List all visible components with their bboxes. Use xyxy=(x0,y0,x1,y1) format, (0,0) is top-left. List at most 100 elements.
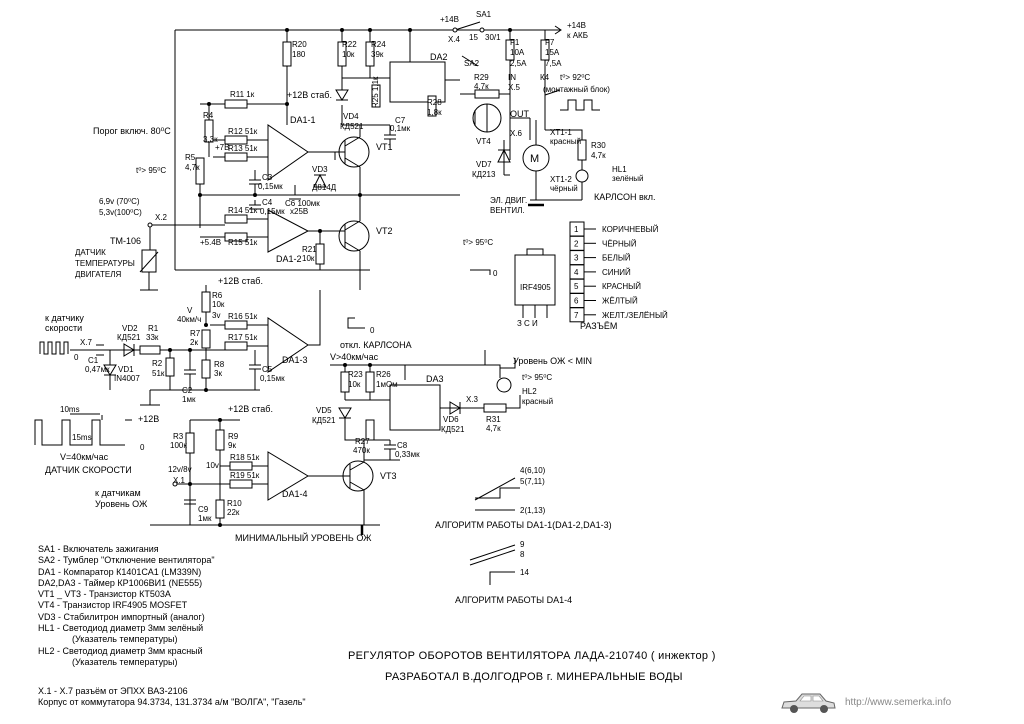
vd6-value: КД521 xyxy=(441,425,465,434)
r26-resistor xyxy=(365,371,375,393)
r20-value: 180 xyxy=(292,50,306,59)
r2-label: R2 xyxy=(152,359,163,368)
r16-resistor xyxy=(224,320,248,330)
da2-timer-block xyxy=(282,30,460,148)
v40kmh-wave-label: V=40км/час xyxy=(60,452,109,462)
algorithm-diagrams xyxy=(469,477,520,585)
ms10-label: 10ms xyxy=(60,405,80,414)
algo-pin-8: 8 xyxy=(520,550,525,559)
speed-sensor-title: ДАТЧИК СКОРОСТИ xyxy=(45,465,132,475)
c8-value: 0,33мк xyxy=(395,450,420,459)
c1-value: 0,47мк xyxy=(85,365,110,374)
plus12-label-3: +12В стаб. xyxy=(228,404,273,414)
connector-pin-number: 6 xyxy=(574,297,579,306)
f1-value: 10А xyxy=(510,48,525,57)
junction-dots xyxy=(168,28,512,527)
irf4905-package xyxy=(514,254,556,306)
r17-label: R17 51к xyxy=(228,333,258,342)
author-line: РАЗРАБОТАЛ В.ДОЛГОДРОВ г. МИНЕРАЛЬНЫЕ ВО… xyxy=(385,671,683,683)
k4-temp: t⁰> 92⁰С xyxy=(560,73,590,82)
c3-value: 0,15мк xyxy=(258,182,283,191)
vd5-label: VD5 xyxy=(316,406,332,415)
hl1-label: HL1 xyxy=(612,165,627,174)
r19-resistor xyxy=(229,479,253,489)
r13-resistor xyxy=(224,152,248,162)
connector-wire-color: ЖЁЛТЫЙ xyxy=(602,297,638,306)
irf-label: IRF4905 xyxy=(520,283,551,292)
out-label: OUT xyxy=(510,109,530,119)
r18-resistor xyxy=(229,461,253,471)
c7-label: C7 xyxy=(395,116,406,125)
v3-label: 3v xyxy=(212,311,220,320)
c9-label: C9 xyxy=(198,505,209,514)
algo-pin-4: 4(6,10) xyxy=(520,466,546,475)
r5-value: 4,7к xyxy=(185,163,200,172)
da1-3-opamp xyxy=(267,317,309,373)
vd4-value: КД521 xyxy=(340,122,364,131)
v40kmh-label: 40км/ч xyxy=(177,315,201,324)
r19-label: R19 51к xyxy=(230,471,260,480)
r4-value: 3,3к xyxy=(203,135,218,144)
c9-value: 1мк xyxy=(198,514,212,523)
r31-label: R31 xyxy=(486,415,501,424)
vd4-label: VD4 xyxy=(343,112,359,121)
algo-pin-9: 9 xyxy=(520,540,525,549)
x2-label: Х.2 xyxy=(155,213,168,222)
c5-label: C5 xyxy=(262,365,273,374)
da1-3-speed-block xyxy=(39,285,365,406)
legend-line: VD3 - Стабилитрон импортный (аналог) xyxy=(38,611,205,622)
algo-pin-14: 14 xyxy=(520,568,529,577)
r23-value: 10к xyxy=(348,380,361,389)
vt3-label: VT3 xyxy=(380,471,397,481)
sensor-label-3: ДВИГАТЕЛЯ xyxy=(75,270,121,279)
fan-power-stage: М xyxy=(460,39,600,207)
k4-relay xyxy=(544,80,561,96)
algo-pin-2: 2(1,13) xyxy=(520,506,546,515)
sa2-label: SA2 xyxy=(464,59,480,68)
r12-label: R12 51к xyxy=(228,127,258,136)
r3-label: R3 xyxy=(173,432,184,441)
vd1-label: VD1 xyxy=(118,365,134,374)
xt12-color: чёрный xyxy=(550,184,578,193)
r4-label: R4 xyxy=(203,111,214,120)
karlson-on-label: КАРЛСОН вкл. xyxy=(594,192,656,202)
vd6-label: VD6 xyxy=(443,415,459,424)
vd3-label: VD3 xyxy=(312,165,328,174)
in-label: IN xyxy=(508,73,516,82)
x4-label: Х.4 xyxy=(448,35,461,44)
r10-value: 22к xyxy=(227,508,240,517)
r9-label: R9 xyxy=(228,432,239,441)
vt3-transistor-group xyxy=(340,440,374,525)
r15-label: R15 51к xyxy=(228,238,258,247)
r27-resistor xyxy=(365,419,375,441)
legend-line: VT1 _ VT3 - Транзистор КТ503А xyxy=(38,589,171,600)
r25-resistor xyxy=(371,84,381,108)
r26-value: 1мОм xyxy=(376,380,398,389)
vd2-diode xyxy=(123,343,135,357)
f7-fuse xyxy=(540,39,550,61)
footer-line: Х.1 - Х.7 разъём от ЭПХХ ВАЗ-2106 xyxy=(38,686,188,696)
r6-value: 10к xyxy=(212,300,225,309)
f7-label: F7 xyxy=(545,38,555,47)
x7-label: Х.7 xyxy=(80,338,93,347)
c2-label: C2 xyxy=(182,386,193,395)
vd2-label: VD2 xyxy=(122,324,138,333)
zero-label-3: 0 xyxy=(370,326,375,335)
oil-sensors-label-2: Уровень ОЖ xyxy=(95,499,148,509)
connector-pin-number: 1 xyxy=(574,225,579,234)
legend-line: DA1 - Компаратор К1401СА1 (LM339N) xyxy=(38,566,202,577)
irf-pins: З С И xyxy=(517,319,538,328)
c2-value: 1мк xyxy=(182,395,196,404)
r1-resistor xyxy=(139,345,161,355)
oil-sensors-label-1: к датчикам xyxy=(95,488,141,498)
r9-value: 9к xyxy=(228,441,236,450)
legend-line: HL1 - Светодиод диаметр 3мм зелёный xyxy=(38,623,204,634)
r7-label: R7 xyxy=(190,329,201,338)
connector-pin-number: 7 xyxy=(574,311,579,320)
oil-min-label: Уровень ОЖ < MIN xyxy=(513,356,592,366)
c4-label: C4 xyxy=(262,198,273,207)
vd3-zener xyxy=(313,173,327,188)
r22-value: 10к xyxy=(342,50,355,59)
footer-notes: Х.1 - Х.7 разъём от ЭПХХ ВАЗ-2106 Корпус… xyxy=(38,686,306,708)
